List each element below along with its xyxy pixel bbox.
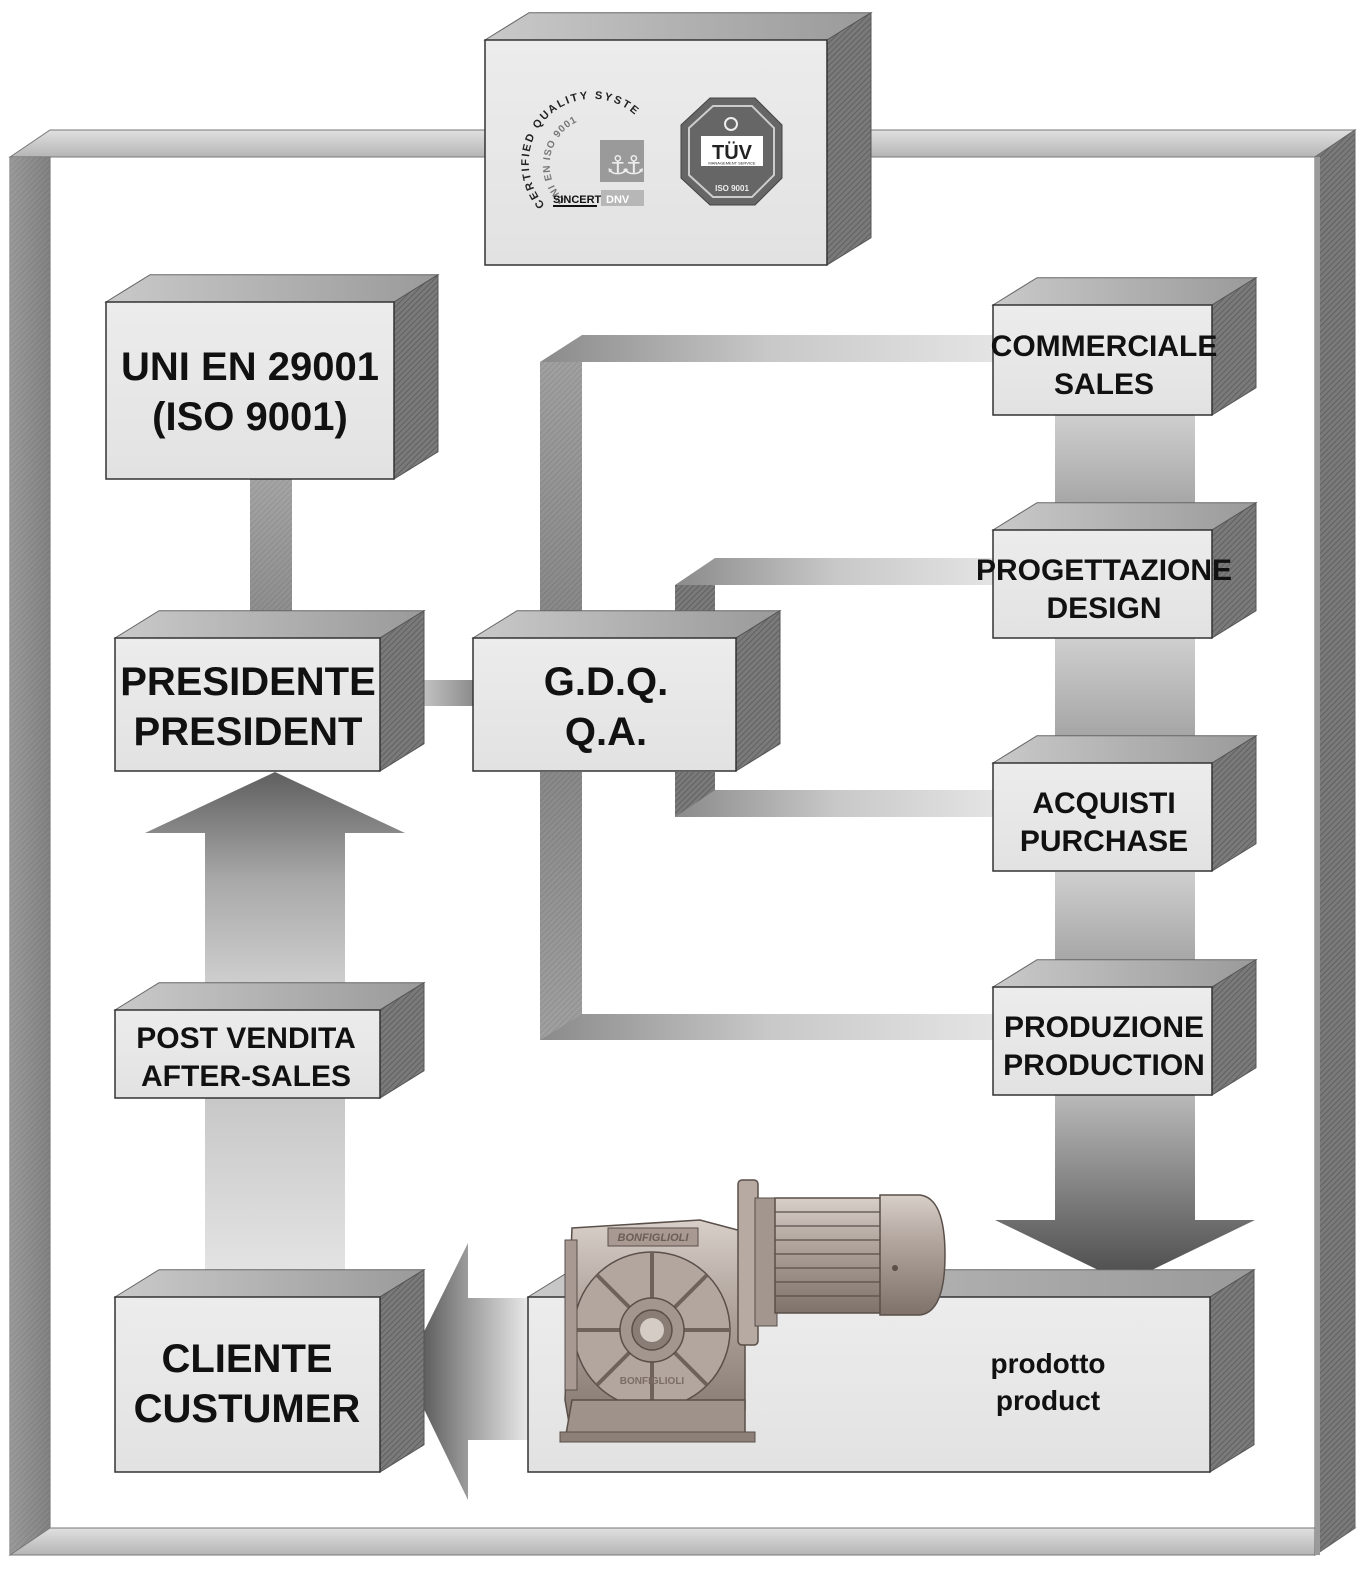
box-purchase	[991, 734, 1258, 872]
box-qa	[471, 609, 782, 772]
sincert-label: SINCERT	[553, 194, 602, 206]
anchor-icon: ⚓	[606, 151, 629, 181]
arrow-up	[145, 772, 405, 1010]
box-production	[991, 958, 1258, 1096]
tuv-sub-label: MANAGEMENT SERVICE	[708, 161, 756, 166]
president-line2: PRESIDENT	[134, 710, 363, 754]
box-president	[113, 609, 426, 772]
arrows	[145, 772, 1255, 1500]
sales-line2: SALES	[1054, 368, 1154, 401]
standard-line2: (ISO 9001)	[152, 395, 348, 439]
purchase-line2: PURCHASE	[1020, 825, 1188, 858]
box-after-sales	[113, 981, 426, 1099]
box-sales	[991, 276, 1258, 416]
product-line1: prodotto	[990, 1348, 1105, 1379]
purchase-line1: ACQUISTI	[1032, 787, 1175, 820]
qa-line2: Q.A.	[565, 710, 647, 754]
arrow-left	[405, 1243, 528, 1500]
sales-line1: COMMERCIALE	[991, 330, 1218, 363]
brand-label: BONFIGLIOLI	[618, 1232, 690, 1244]
tuv-iso-label: ISO 9001	[715, 184, 749, 193]
brand-label-2: BONFIGLIOLI	[620, 1376, 685, 1387]
production-line2: PRODUCTION	[1003, 1049, 1205, 1082]
after-sales-line2: AFTER-SALES	[141, 1060, 351, 1093]
box-standard	[104, 273, 440, 480]
arrow-down	[995, 1095, 1255, 1283]
boxes	[104, 11, 1258, 1473]
design-line1: PROGETTAZIONE	[976, 554, 1232, 587]
product-line2: product	[996, 1385, 1100, 1416]
qa-line1: G.D.Q.	[544, 660, 668, 704]
box-labels: UNI EN 29001 (ISO 9001) PRESIDENTE PRESI…	[120, 330, 1232, 1431]
outer-frame	[8, 129, 1357, 1556]
president-line1: PRESIDENTE	[120, 660, 376, 704]
dnv-label: DNV	[606, 194, 630, 206]
after-sales-line1: POST VENDITA	[136, 1022, 355, 1055]
box-certification	[483, 11, 873, 266]
box-design	[991, 501, 1258, 639]
gearmotor-illustration: BONFIGLIOLI BONFIGLIOLI	[559, 1179, 946, 1443]
tuv-main-label: TÜV	[712, 141, 753, 164]
customer-line1: CLIENTE	[161, 1337, 332, 1381]
standard-line1: UNI EN 29001	[121, 345, 379, 389]
anchor-icon-2: ⚓	[622, 151, 645, 181]
production-line1: PRODUZIONE	[1004, 1011, 1204, 1044]
box-customer	[113, 1268, 426, 1473]
design-line2: DESIGN	[1046, 592, 1161, 625]
customer-line2: CUSTUMER	[134, 1387, 361, 1431]
